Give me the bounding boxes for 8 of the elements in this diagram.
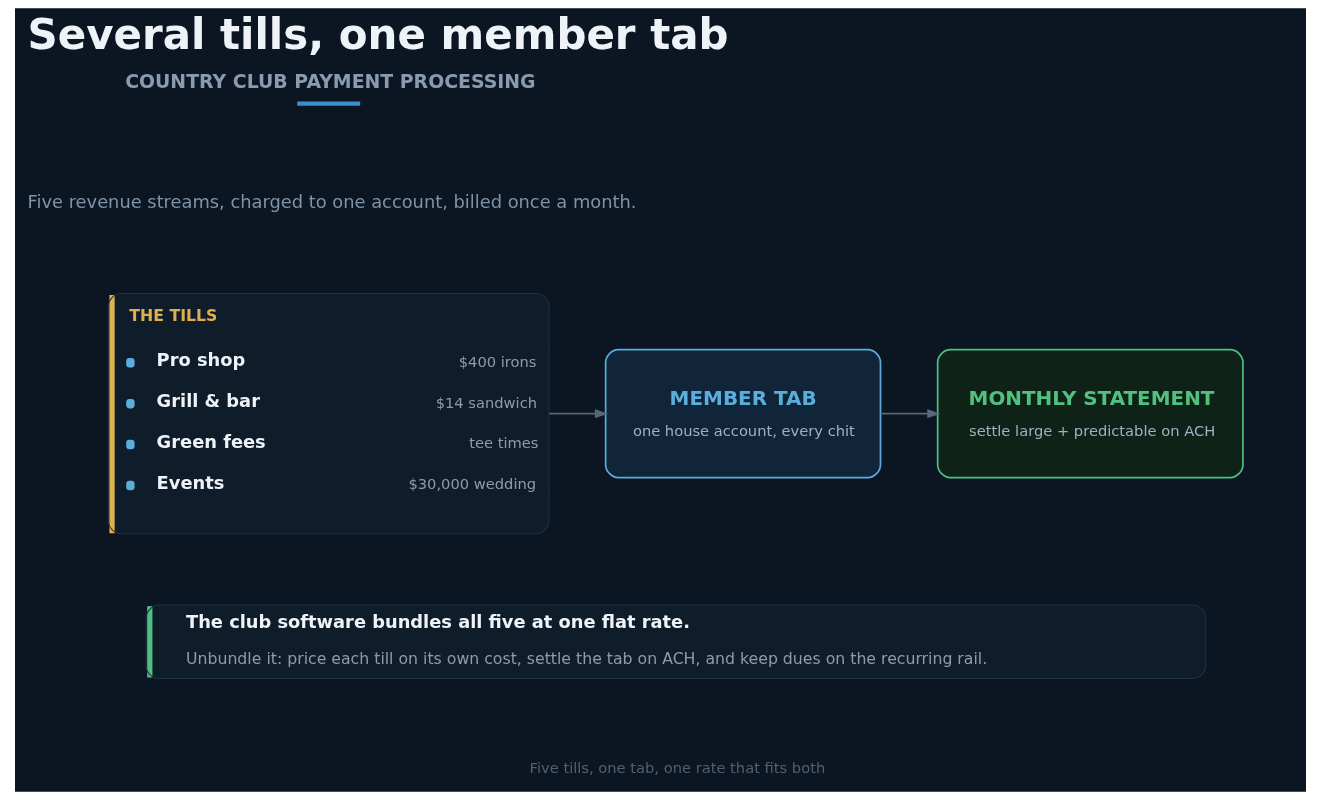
- arrow: [879, 409, 940, 419]
- arrow: [547, 409, 608, 419]
- label: Five tills, one tab, one rate that fits both: [529, 758, 825, 776]
- label: Five revenue streams, charged to one account, billed once a month.: [27, 190, 636, 212]
- label: COUNTRY CLUB PAYMENT PROCESSING: [124, 70, 536, 93]
- diagram-title: Several tills, one member tab: [27, 10, 729, 60]
- node-box: MONTHLY STATEMENT settle large + predictable on ACH: [936, 348, 1244, 479]
- node-box: MEMBER TAB one house account, every chit: [604, 348, 881, 479]
